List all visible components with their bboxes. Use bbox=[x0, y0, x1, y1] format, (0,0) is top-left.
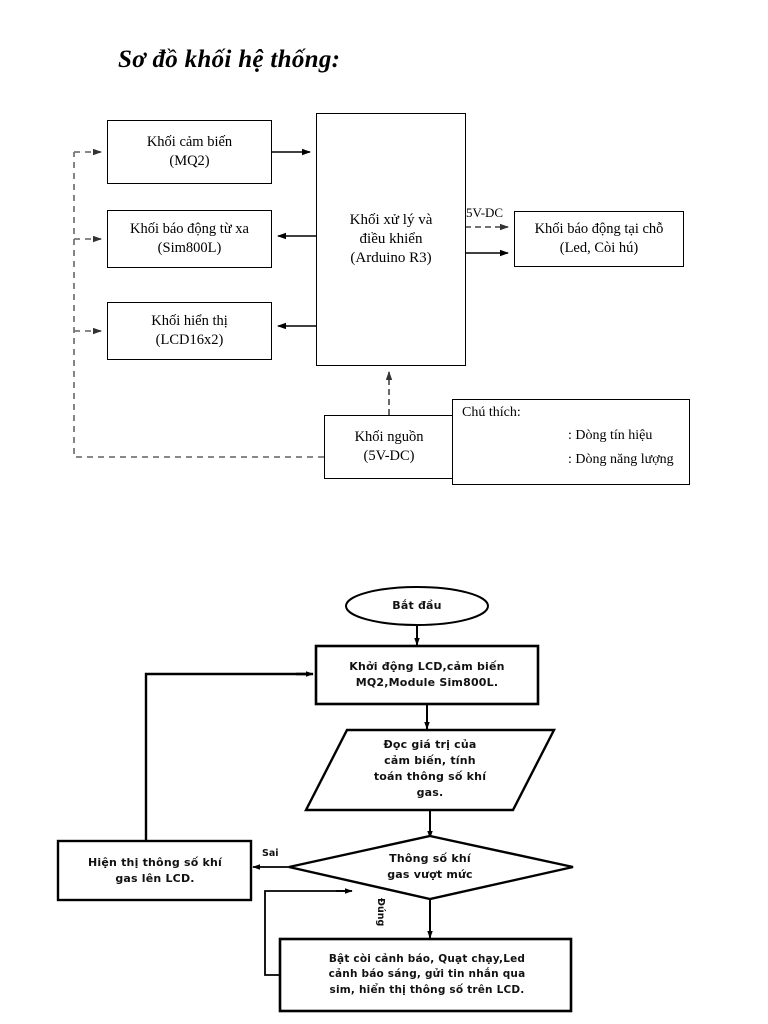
flow-node-init-line1: Khởi động LCD,cảm biến bbox=[349, 660, 505, 674]
block-controller-line2: điều khiển bbox=[359, 230, 423, 247]
legend-item-signal: : Dòng tín hiệu bbox=[462, 428, 686, 450]
flow-node-init: Khởi động LCD,cảm biến MQ2,Module Sim800… bbox=[316, 646, 538, 704]
legend-item-energy: : Dòng năng lượng bbox=[462, 452, 686, 474]
block-controller-line1: Khối xử lý và bbox=[349, 211, 433, 228]
legend-box: Chú thích: : Dòng tín hiệu : Dòng năng l… bbox=[452, 399, 690, 485]
wire-display-feedback-to-init bbox=[144, 671, 314, 841]
flow-node-start-label: Bắt đầu bbox=[392, 599, 442, 613]
edge-label-5v-dc: 5V-DC bbox=[466, 205, 504, 220]
legend-title: Chú thích: bbox=[462, 405, 521, 420]
block-power-supply-line1: Khối nguồn bbox=[354, 429, 424, 446]
flow-node-read-line4: gas. bbox=[416, 785, 444, 799]
block-controller-line3: (Arduino R3) bbox=[350, 250, 432, 267]
block-controller: Khối xử lý và điều khiển (Arduino R3) bbox=[316, 113, 466, 366]
flow-node-decision: Thông số khí gas vượt mức bbox=[350, 842, 510, 892]
flow-node-display: Hiện thị thông số khí gas lên LCD. bbox=[60, 842, 250, 900]
edge-label-true: Đúng bbox=[375, 898, 386, 927]
legend-item-signal-label: : Dòng tín hiệu bbox=[568, 428, 653, 443]
block-remote-alarm-line2: (Sim800L) bbox=[157, 240, 222, 256]
block-sensor-line1: Khối cảm biến bbox=[146, 134, 233, 151]
flow-node-display-line1: Hiện thị thông số khí bbox=[87, 856, 223, 870]
block-power-supply: Khối nguồn (5V-DC) bbox=[324, 415, 454, 479]
flow-node-read: Đọc giá trị của cảm biến, tính toán thôn… bbox=[330, 730, 530, 808]
block-display: Khối hiển thị (LCD16x2) bbox=[107, 302, 272, 360]
block-local-alarm-line2: (Led, Còi hú) bbox=[559, 240, 639, 256]
block-display-line1: Khối hiển thị bbox=[151, 313, 228, 330]
flow-node-decision-line1: Thông số khí bbox=[389, 852, 471, 866]
edge-label-false: Sai bbox=[262, 848, 279, 859]
block-local-alarm-line1: Khối báo động tại chỗ bbox=[534, 221, 664, 238]
block-sensor-line2: (MQ2) bbox=[169, 153, 210, 169]
legend-item-energy-label: : Dòng năng lượng bbox=[568, 452, 674, 467]
block-power-supply-line2: (5V-DC) bbox=[363, 448, 415, 464]
flow-node-action-line2: cảnh báo sáng, gửi tin nhắn qua bbox=[328, 968, 526, 981]
block-remote-alarm-line1: Khối báo động từ xa bbox=[129, 221, 249, 238]
flow-node-init-line2: MQ2,Module Sim800L. bbox=[355, 676, 499, 689]
block-sensor: Khối cảm biến (MQ2) bbox=[107, 120, 272, 184]
page-title: Sơ đồ khối hệ thống: bbox=[118, 46, 341, 73]
flow-node-action: Bật còi cảnh báo, Quạt chạy,Led cảnh báo… bbox=[282, 940, 572, 1010]
flow-node-read-line1: Đọc giá trị của bbox=[383, 738, 477, 752]
flow-node-action-line3: sim, hiển thị thông số trên LCD. bbox=[329, 983, 525, 996]
flow-node-start: Bắt đầu bbox=[347, 588, 487, 624]
block-local-alarm: Khối báo động tại chỗ (Led, Còi hú) bbox=[514, 211, 684, 267]
flow-node-action-line1: Bật còi cảnh báo, Quạt chạy,Led bbox=[328, 953, 526, 966]
flow-node-display-line2: gas lên LCD. bbox=[115, 872, 195, 885]
block-display-line2: (LCD16x2) bbox=[155, 332, 224, 348]
flow-node-decision-line2: gas vượt mức bbox=[387, 868, 473, 881]
flow-node-read-line2: cảm biến, tính bbox=[384, 754, 476, 768]
flow-node-read-line3: toán thông số khí bbox=[373, 770, 487, 783]
block-remote-alarm: Khối báo động từ xa (Sim800L) bbox=[107, 210, 272, 268]
